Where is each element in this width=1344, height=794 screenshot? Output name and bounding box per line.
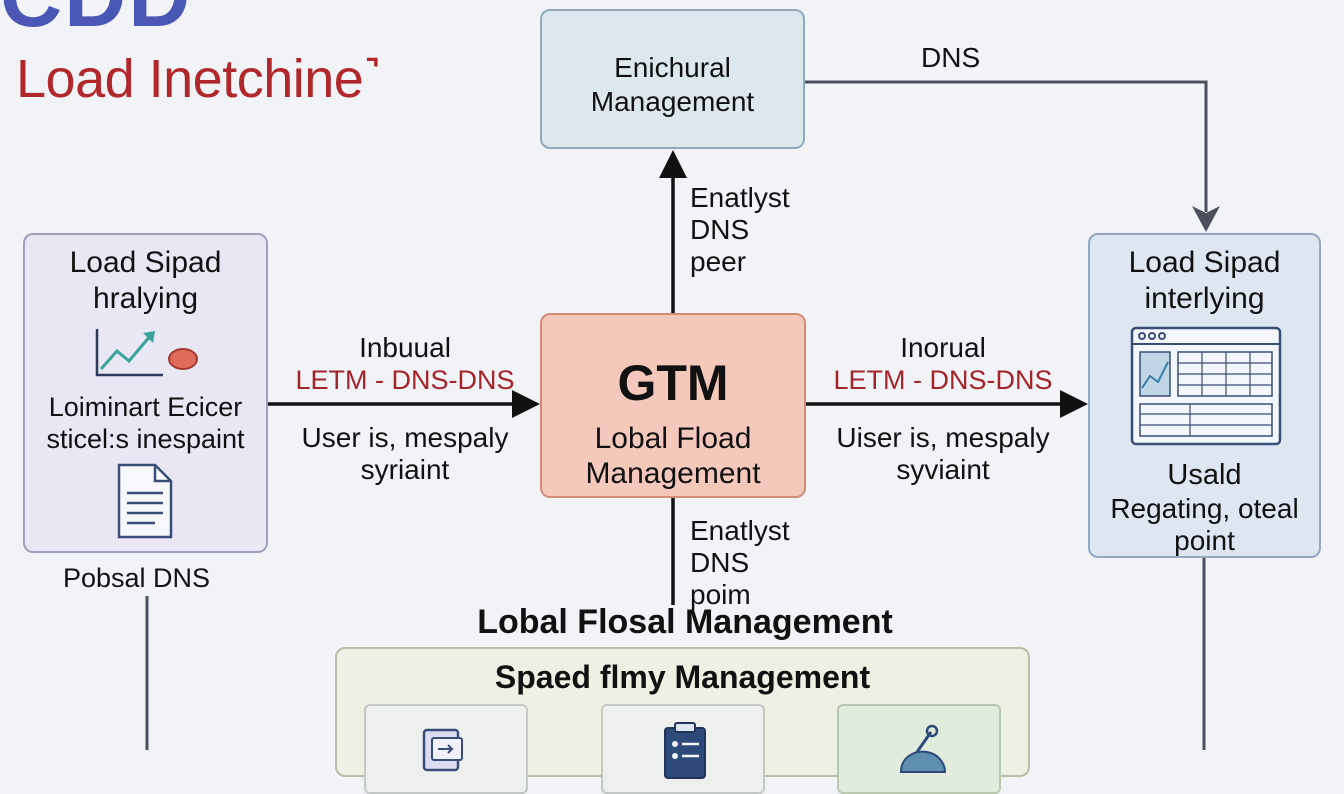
right-edge-bottom1: Uiser is, mespaly [836, 422, 1050, 453]
gtm-line2: Management [585, 457, 761, 490]
right-box-title: Load Sipad interlying [1090, 245, 1319, 317]
bottom-panel-title: Spaed flmy Management [494, 659, 871, 695]
folder-icon [422, 728, 463, 772]
top-box-line1: Enichural [614, 52, 731, 83]
bottom-card-1 [364, 704, 528, 794]
right-box-text: Regating, oteal point [1090, 493, 1319, 557]
clipboard-icon [664, 722, 706, 779]
bottom-management-panel: Spaed flmy Management [335, 647, 1030, 794]
document-icon [117, 463, 173, 539]
left-box-text1: Loiminart Ecicer [48, 392, 243, 422]
left-box-footer: Pobsal DNS [63, 563, 211, 593]
down-edge-line1: Enatlyst [690, 515, 790, 546]
connector-layer [145, 80, 1220, 750]
top-box-line2: Management [590, 86, 755, 117]
left-box-title2: hralying [92, 282, 199, 315]
left-edge-bottom2: syriaint [360, 454, 450, 485]
arrowhead-gtm-to-right [1060, 390, 1088, 418]
dashboard-window-icon [1130, 326, 1282, 446]
left-box-text: Loiminart Ecicer sticel:s inespaint [25, 391, 266, 455]
left-box-title1: Load Sipad [69, 246, 222, 279]
left-edge-top-label: Inbuual [359, 332, 451, 363]
right-box-title1: Load Sipad [1128, 246, 1281, 279]
left-box-title: Load Sipad hralying [25, 245, 266, 317]
page-title: Load Inetchine˺ [16, 49, 381, 109]
right-box-text2: point [1174, 525, 1235, 556]
gtm-subtitle: Lobal Fload Management [542, 421, 804, 491]
bottom-card-2 [601, 704, 765, 794]
left-box-text2: sticel:s inespaint [46, 424, 245, 454]
dns-edge-label: DNS [921, 42, 981, 73]
brand-logo: CDD [0, 0, 192, 47]
arrowhead-gtm-to-top [659, 150, 687, 178]
right-edge-bottom2: syviaint [896, 454, 990, 485]
left-edge-middle-label: LETM - DNS-DNS [295, 365, 515, 395]
down-edge-line3: poim [690, 579, 751, 610]
up-edge-line3: peer [690, 246, 747, 277]
tools-icon [899, 724, 947, 773]
right-edge-bottom-label: Uiser is, mespaly syviaint [808, 422, 1078, 486]
left-load-box: Load Sipad hralying Loiminart Ecicer sti… [23, 233, 268, 553]
down-edge-line2: DNS [690, 547, 750, 578]
up-edge-label: Enatlyst DNS peer [690, 182, 790, 278]
gtm-box: GTM Lobal Fload Management [540, 313, 806, 498]
up-edge-line1: Enatlyst [690, 182, 790, 213]
right-box-title2: interlying [1144, 282, 1265, 315]
right-box-text1: Regating, oteal [1110, 493, 1299, 524]
right-edge-middle-label: LETM - DNS-DNS [833, 365, 1053, 395]
left-edge-bottom1: User is, mespaly [301, 422, 509, 453]
top-box-label: Enichural Management [542, 51, 803, 119]
bottom-card-3 [837, 704, 1001, 794]
top-management-box: Enichural Management [540, 9, 805, 149]
gtm-title: GTM [617, 355, 729, 411]
right-box-label: Usald [1167, 459, 1242, 491]
up-edge-line2: DNS [690, 214, 750, 245]
down-edge-label: Enatlyst DNS poim [690, 515, 790, 611]
line-chart-icon [95, 329, 198, 377]
right-edge-top-label: Inorual [900, 332, 986, 363]
line-top-to-right [805, 80, 1208, 212]
bottom-heading: Lobal Flosal Management [477, 603, 893, 641]
right-load-box: Load Sipad interlying Usald Regating, ot… [1088, 233, 1321, 558]
gtm-line1: Lobal Fload [594, 422, 752, 455]
arrowhead-top-to-right [1192, 206, 1220, 232]
left-edge-bottom-label: User is, mespaly syriaint [270, 422, 540, 486]
arrowhead-left-to-gtm [512, 390, 540, 418]
